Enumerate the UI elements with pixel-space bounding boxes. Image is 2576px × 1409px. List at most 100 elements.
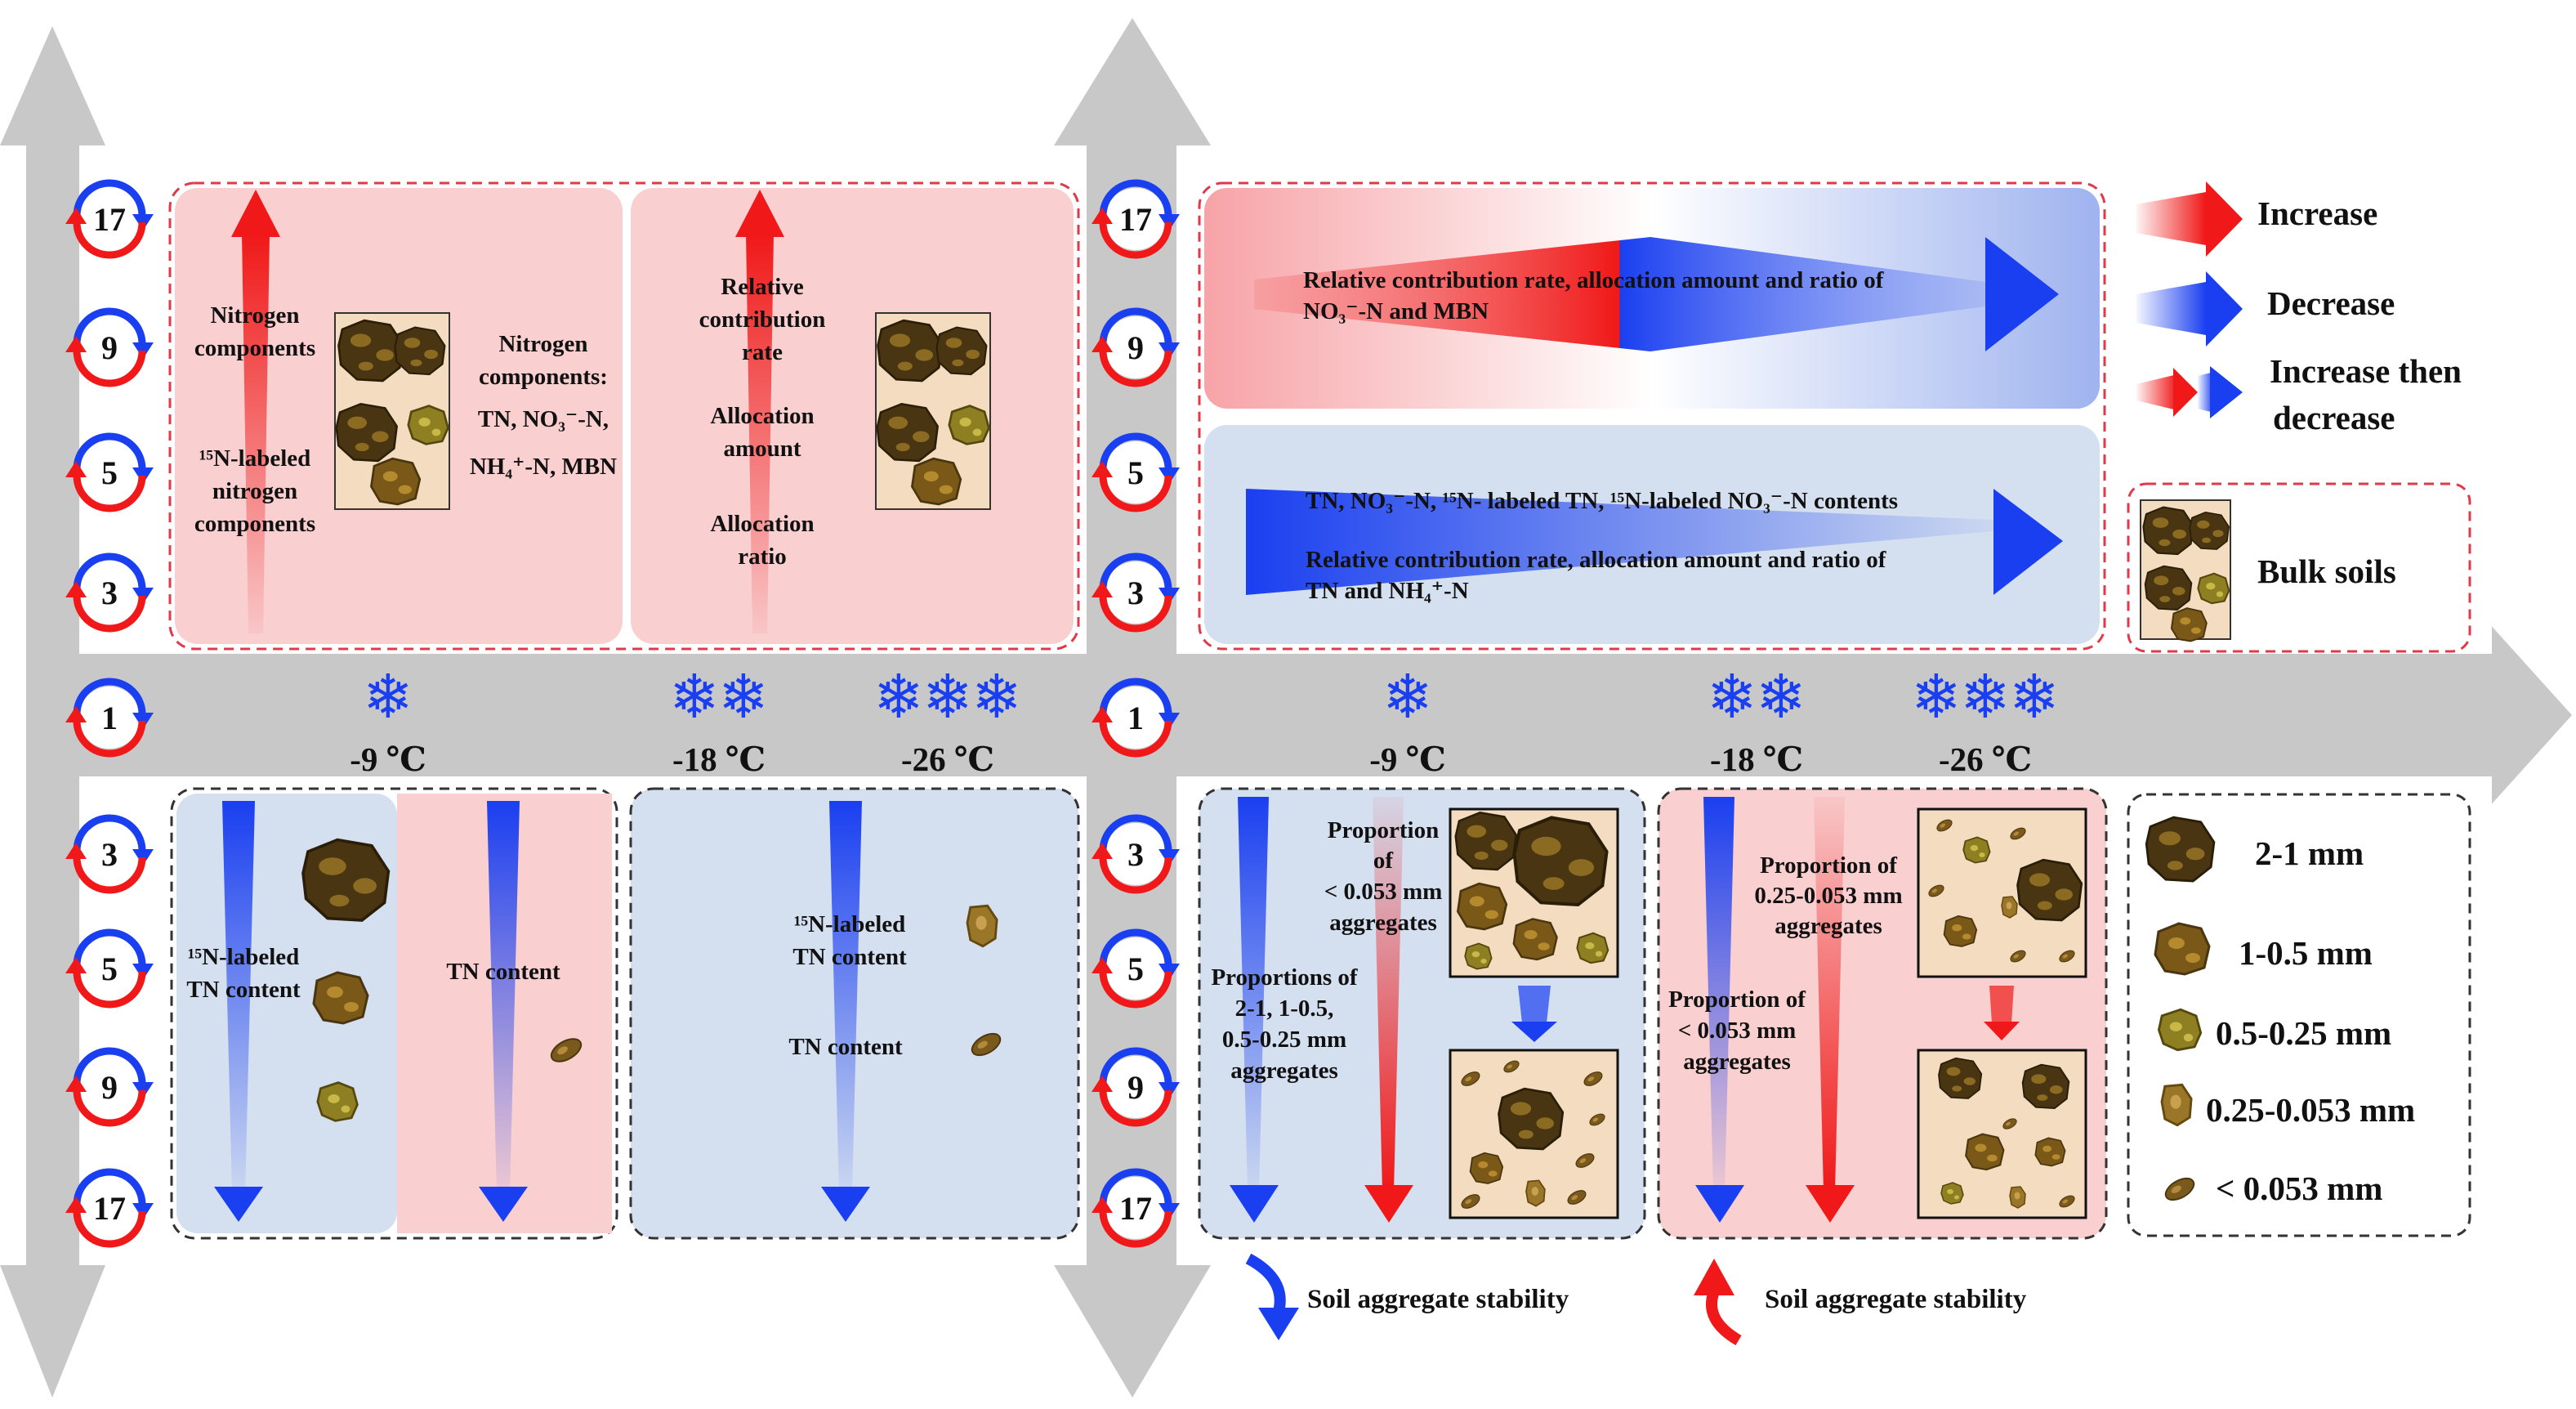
label: TN content	[446, 959, 560, 985]
freeze-thaw-cycle-icon: 5	[1092, 928, 1180, 1009]
legend-label: < 0.053 mm	[2216, 1170, 2382, 1207]
temp-label: -9 ℃	[350, 740, 426, 778]
temp-label: -18 ℃	[672, 740, 766, 778]
increase-arrow	[1814, 797, 1845, 1192]
cycle-label: 5	[101, 454, 118, 491]
label: of	[1373, 848, 1394, 874]
snowflake-icon: ❄	[873, 662, 924, 732]
label: Nitrogen	[498, 331, 587, 357]
increase-arrow	[242, 233, 270, 633]
label: NH₄⁺-N, MBN	[470, 454, 617, 480]
right-top-panel: Relative contribution rate, allocation a…	[1198, 181, 2106, 651]
temp-label: -26 ℃	[901, 740, 994, 778]
label: Proportions of	[1211, 964, 1357, 991]
decrease-arrow	[1238, 797, 1269, 1192]
freeze-thaw-cycle-icon: 9	[65, 1047, 154, 1127]
cycle-label: 17	[93, 201, 126, 238]
cycle-label: 5	[1127, 951, 1144, 987]
increase-arrow	[1373, 797, 1404, 1192]
label: Relative contribution rate, allocation a…	[1303, 267, 1884, 293]
freeze-thaw-cycle-icon: 5	[1092, 432, 1180, 512]
aggregate-image	[1449, 807, 1619, 978]
label: components:	[479, 364, 608, 390]
label: Proportion	[1328, 817, 1439, 843]
freeze-thaw-cycle-icon: 9	[65, 307, 154, 387]
label: contribution	[699, 306, 826, 333]
snowflake-icon: ❄	[922, 662, 973, 732]
decrease-arrow	[487, 801, 520, 1193]
cycle-label: 3	[101, 575, 118, 611]
cycle-label: 9	[1127, 1069, 1144, 1106]
label: 0.25-0.053 mm	[1754, 883, 1902, 909]
freeze-thaw-cycle-icon: 5	[65, 928, 154, 1009]
cycle-label: 9	[101, 329, 118, 366]
snowflake-icon: ❄	[1382, 662, 1433, 732]
legend-label: Decrease	[2267, 284, 2395, 322]
increase-then-decrease-arrow	[1254, 237, 1985, 351]
snowflake-icon: ❄	[2009, 662, 2060, 732]
label: TN content	[186, 977, 301, 1003]
legend-label: 1-0.5 mm	[2239, 934, 2373, 972]
label: Proportion of	[1760, 852, 1897, 879]
label: Proportion of	[1668, 986, 1806, 1013]
decrease-arrow	[1246, 489, 1993, 595]
cycle-label: 5	[101, 951, 118, 987]
cycle-label: 17	[93, 1190, 126, 1227]
freeze-thaw-cycle-icon: 3	[65, 814, 154, 894]
middle-cycle-axis: 17 9 5 3 1 3 5 9 17	[1092, 179, 1180, 1248]
label: ¹⁵N-labeled	[794, 911, 906, 937]
label: components	[194, 335, 315, 361]
label: aggregates	[1683, 1049, 1791, 1075]
legend-label: 2-1 mm	[2255, 834, 2364, 872]
left-bottom-panel: ¹⁵N-labeled TN content TN content ¹⁵N-la…	[170, 787, 1080, 1240]
label: < 0.053 mm	[1324, 879, 1443, 905]
legend-label: Increase then	[2270, 352, 2462, 390]
label: Allocation	[710, 403, 814, 429]
label: TN, NO₃⁻-N,	[478, 406, 609, 432]
aggregate-image	[1449, 1049, 1619, 1219]
label: Soil aggregate stability	[1307, 1285, 1569, 1314]
legend: Increase Decrease Increase then decrease…	[2127, 181, 2471, 1237]
cycle-label: 17	[1119, 1190, 1152, 1227]
freeze-thaw-cycle-icon: 3	[1092, 814, 1180, 894]
label: ratio	[738, 543, 787, 570]
stability-increase: Soil aggregate stability	[1694, 1259, 2027, 1346]
cycle-label: 9	[101, 1069, 118, 1106]
freeze-thaw-cycle-icon: 1	[1092, 678, 1180, 758]
freeze-thaw-cycle-icon: 9	[1092, 307, 1180, 387]
decrease-arrow	[222, 801, 255, 1193]
label: TN content	[788, 1034, 903, 1060]
cycle-label: 3	[1127, 575, 1144, 611]
temp-label: -9 ℃	[1369, 740, 1446, 778]
bulk-soil-legend-image	[2140, 499, 2231, 642]
label: 2-1, 1-0.5,	[1235, 995, 1334, 1022]
label: aggregates	[1329, 910, 1437, 936]
legend-label: Bulk soils	[2257, 552, 2396, 590]
cycle-label: 17	[1119, 201, 1152, 238]
snowflake-icon: ❄	[971, 662, 1022, 732]
temperature-labels: -9 ℃ -18 ℃ -26 ℃ -9 ℃ -18 ℃ -26 ℃	[350, 740, 2032, 778]
legend-label: Increase	[2257, 195, 2377, 232]
freeze-thaw-cycle-icon: 17	[1092, 179, 1180, 259]
label: components	[194, 511, 315, 537]
legend-label: 0.25-0.053 mm	[2206, 1091, 2415, 1129]
label: 0.5-0.25 mm	[1222, 1027, 1346, 1053]
label: Soil aggregate stability	[1765, 1285, 2027, 1314]
snowflake-icon: ❄	[1707, 662, 1757, 732]
left-vertical-axis	[0, 26, 105, 1398]
right-bottom-panel: Proportion of < 0.053 mm aggregates Prop…	[1198, 787, 2108, 1240]
snowflake-icon: ❄	[1756, 662, 1806, 732]
decrease-arrow	[829, 801, 862, 1193]
freeze-thaw-cycle-icon: 17	[65, 1168, 154, 1248]
label: rate	[742, 339, 783, 365]
legend-label: 0.5-0.25 mm	[2216, 1014, 2391, 1052]
label: ¹⁵N-labeled	[199, 445, 311, 472]
temp-label: -18 ℃	[1710, 740, 1803, 778]
aggregate-image	[1917, 807, 2087, 978]
aggregate-image	[1917, 1049, 2087, 1219]
cycle-label: 9	[1127, 329, 1144, 366]
freeze-thaw-cycle-icon: 17	[65, 179, 154, 259]
label: aggregates	[1230, 1058, 1338, 1084]
